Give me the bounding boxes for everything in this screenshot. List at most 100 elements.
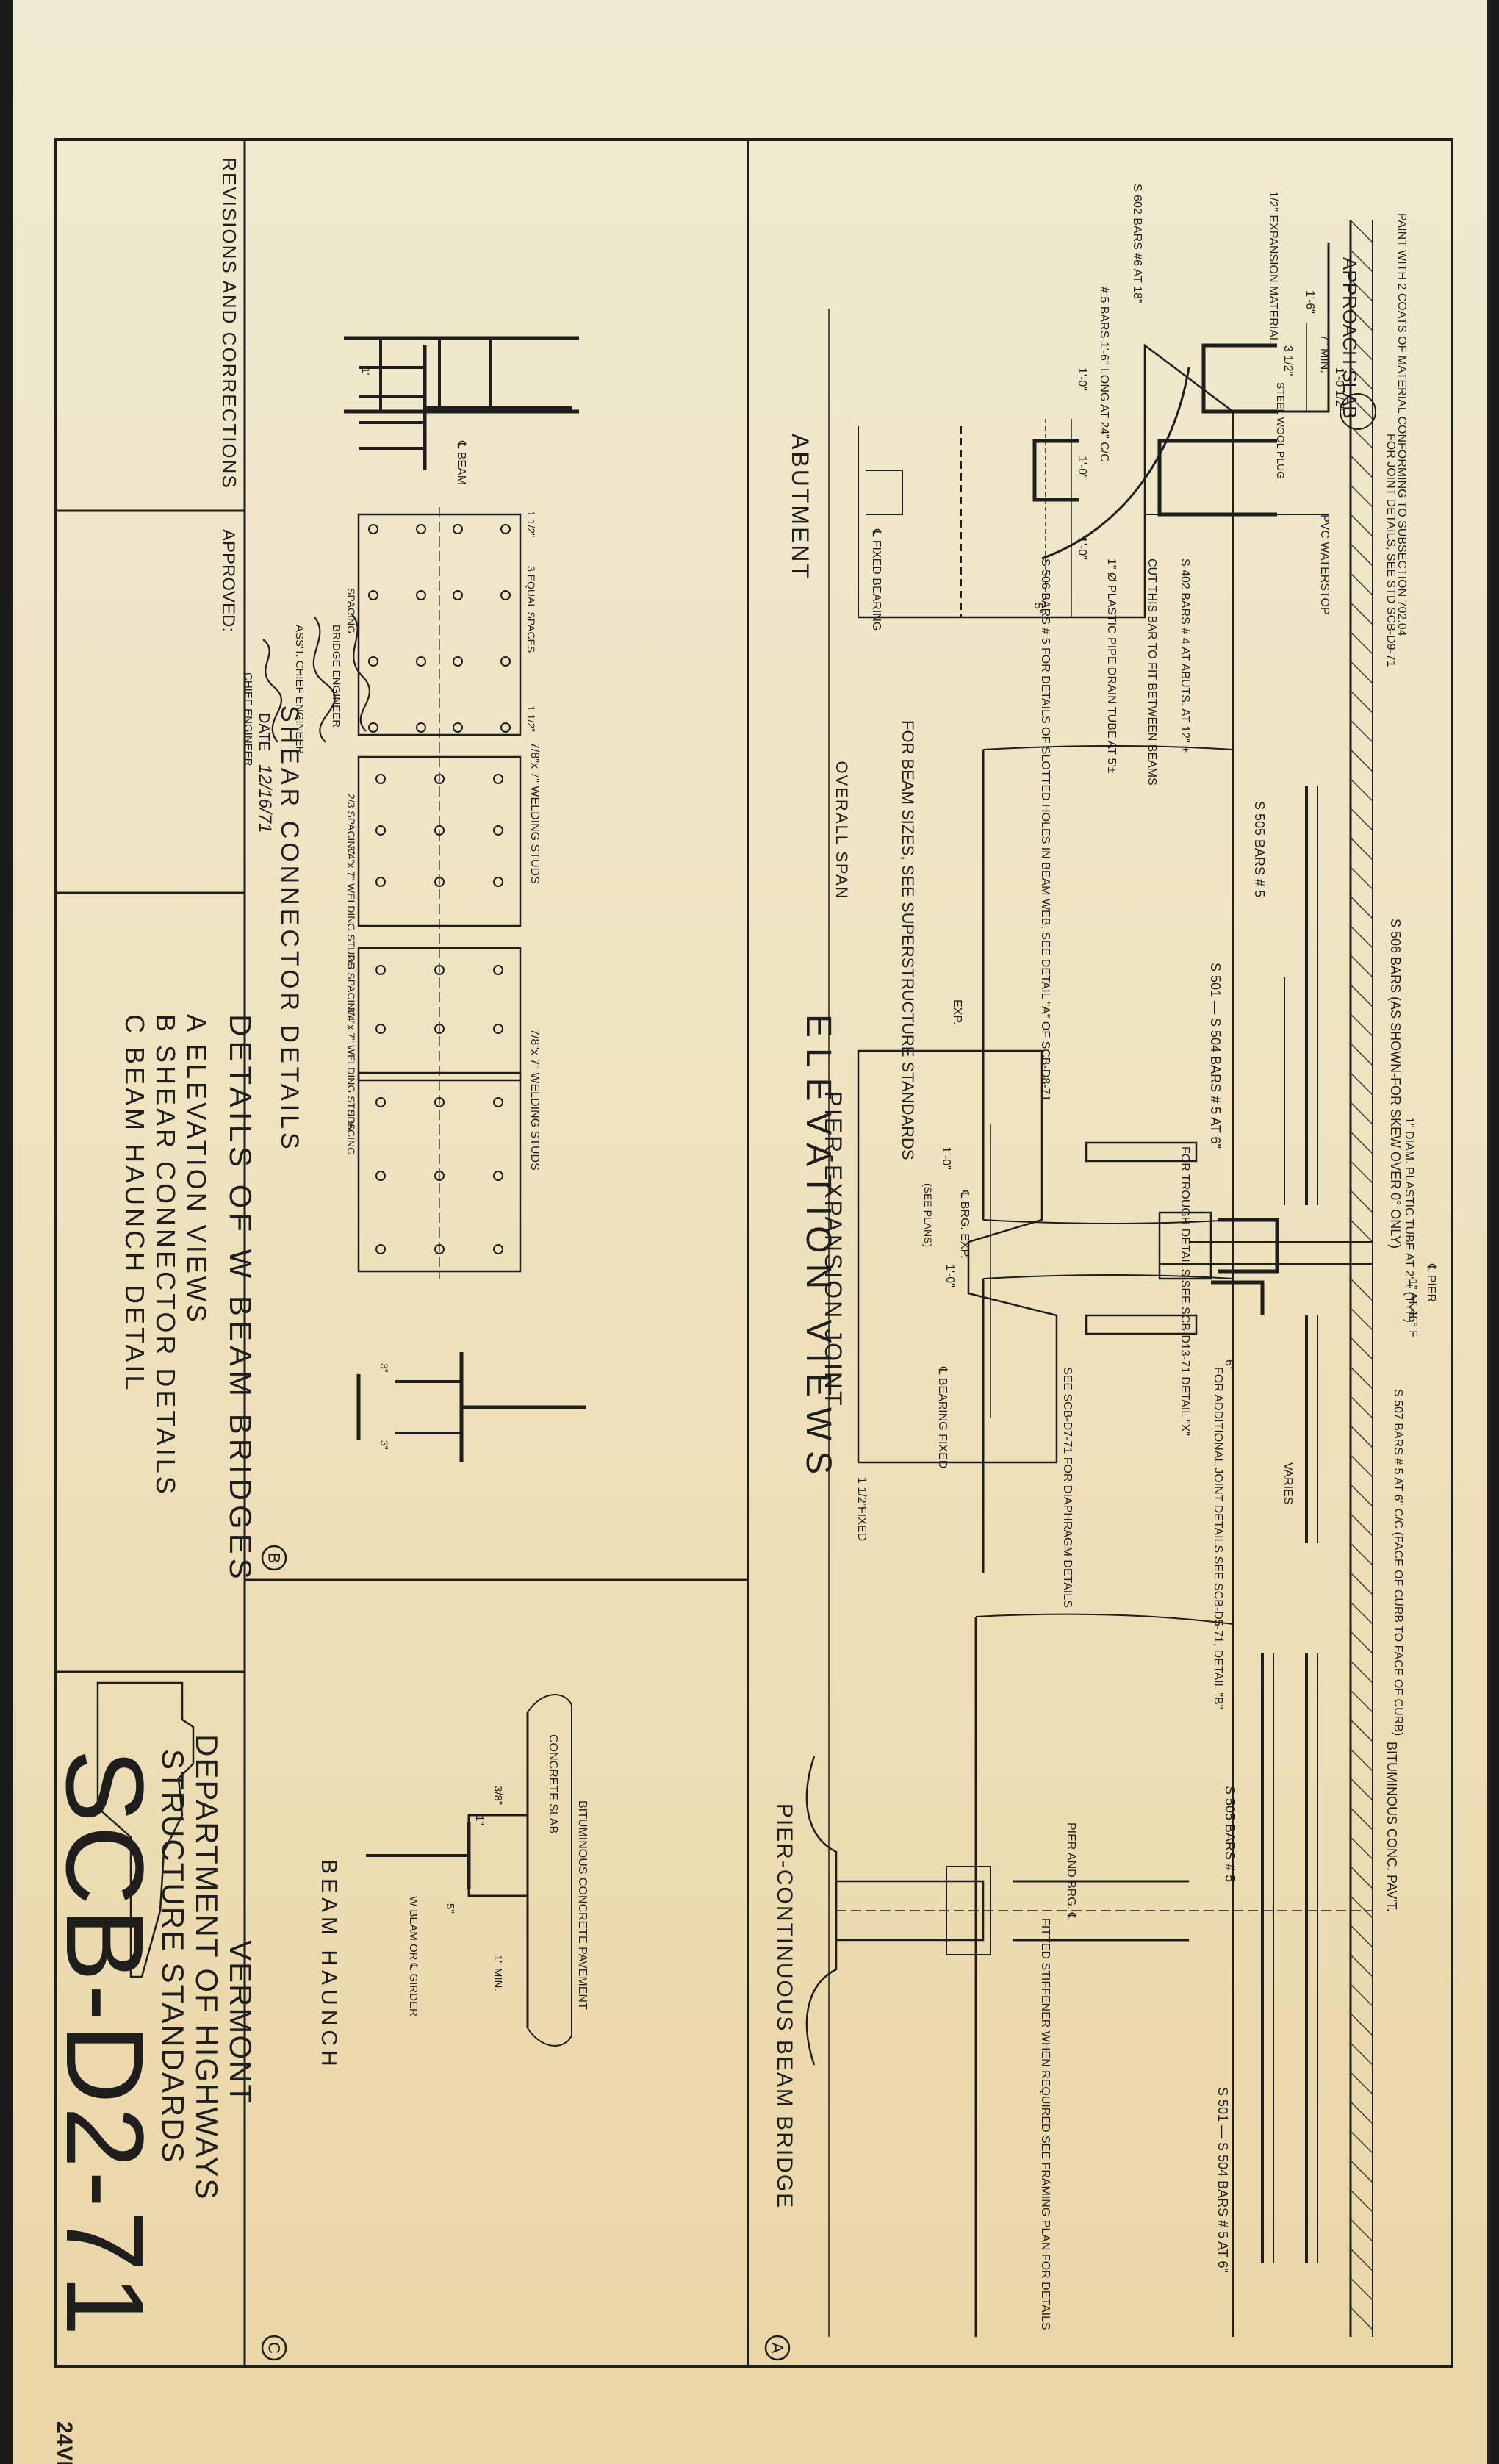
note-pvc-waterstop: PVC WATERSTOP — [1318, 514, 1331, 615]
chief-engineer-signature — [262, 639, 283, 743]
svg-text:CONCRETE SLAB: CONCRETE SLAB — [547, 1734, 559, 1833]
note-s402-bars: S 402 BARS # 4 AT ABUTS. AT 12" ± — [1179, 558, 1191, 753]
revisions-label: REVISIONS AND CORRECTIONS — [218, 157, 240, 489]
title-block: DETAILS OF W BEAM BRIDGES A ELEVATION VI… — [120, 1014, 258, 1584]
svg-text:APPROACH SLAB: APPROACH SLAB — [1339, 257, 1361, 419]
svg-text:SHEAR CONNECTOR DETAILS: SHEAR CONNECTOR DETAILS — [276, 705, 303, 1153]
svg-text:BEAM HAUNCH: BEAM HAUNCH — [317, 1859, 341, 2071]
panel-a-marker: A — [764, 2335, 791, 2361]
svg-text:SPACING: SPACING — [345, 1110, 357, 1155]
svg-text:1'-6": 1'-6" — [1304, 290, 1316, 314]
haunch-labels: CONCRETE SLAB BITUMINOUS CONCRETE PAVEME… — [407, 1734, 589, 2016]
bridge-engineer-signature — [351, 613, 371, 732]
svg-text:C: C — [265, 2342, 284, 2354]
note-joint-details: FOR JOINT DETAILS, SEE STD SCB-D9-71 — [1384, 434, 1397, 667]
note-s507-bars: S 507 BARS # 5 AT 6" C/C (FACE OF CURB T… — [1392, 1389, 1404, 1736]
note-diaphragm: SEE SCB-D7-71 FOR DIAPHRAGM DETAILS — [1061, 1367, 1074, 1608]
note-trough: FOR TROUGH DETAILS SEE SCB-D13-71 DETAIL… — [1179, 1146, 1191, 1436]
svg-text:BITUMINOUS CONCRETE PAVEMENT: BITUMINOUS CONCRETE PAVEMENT — [576, 1800, 589, 2010]
svg-text:7" MIN.: 7" MIN. — [1318, 334, 1331, 373]
approved-label: APPROVED: — [218, 529, 238, 632]
abutment-drawing — [858, 243, 1376, 632]
shear-stud-dots — [368, 524, 511, 1254]
approach-slab-label: APPROACH SLAB — [1339, 257, 1361, 419]
svg-text:2/3 SPACING: 2/3 SPACING — [345, 794, 357, 856]
vermont-outline-logo — [96, 1681, 195, 1978]
note-paint: PAINT WITH 2 COATS OF MATERIAL CONFORMIN… — [1395, 213, 1408, 636]
svg-text:1'-0": 1'-0" — [1076, 367, 1088, 391]
svg-text:1'-0 1/2": 1'-0 1/2" — [1333, 367, 1345, 411]
note-45-deg: 1" AT 45° F — [1406, 1279, 1419, 1337]
svg-text:1'-0": 1'-0" — [940, 1146, 952, 1170]
note-brg-exp: ℄ BRG. EXP. — [958, 1190, 971, 1259]
note-s602-bars: S 602 BARS #6 AT 18" — [1131, 184, 1143, 303]
beam-end-2 — [982, 1219, 1234, 1224]
note-steel-wool: STEEL WOOL PLUG — [1275, 382, 1287, 479]
beam-sizes-note: FOR BEAM SIZES, SEE SUPERSTRUCTURE STAND… — [899, 720, 917, 1160]
note-varies: VARIES — [1281, 1462, 1294, 1505]
title-item-a: A ELEVATION VIEWS — [181, 1014, 212, 1325]
note-pier-brg: PIER AND BRG. ℄ — [1065, 1822, 1077, 1921]
note-see-plans: (SEE PLANS) — [922, 1183, 934, 1247]
sheet-title: DETAILS OF W BEAM BRIDGES — [223, 1014, 258, 1584]
svg-text:FIXED: FIXED — [855, 1506, 868, 1541]
svg-text:1" MIN.: 1" MIN. — [492, 1955, 504, 1991]
title-item-b: B SHEAR CONNECTOR DETAILS — [151, 1014, 181, 1497]
asst-engineer-signature — [312, 617, 336, 743]
corner-mark: 24VB — [52, 2421, 76, 2464]
svg-text:2/3 SPACING: 2/3 SPACING — [345, 955, 357, 1018]
overall-span-label: OVERALL SPAN — [833, 761, 851, 899]
studs-label-1: 7/8"x 7" WELDING STUDS — [528, 742, 541, 884]
note-expansion-material: 1/2" EXPANSION MATERIAL — [1267, 191, 1279, 344]
pier-continuous-title: PIER-CONTINUOUS BEAM BRIDGE — [772, 1803, 797, 2209]
haunch-title: BEAM HAUNCH — [317, 1859, 341, 2071]
svg-text:1 1/2": 1 1/2" — [525, 511, 537, 537]
svg-text:B: B — [265, 1553, 284, 1564]
svg-text:PIER-CONTINUOUS BEAM BRIDGE: PIER-CONTINUOUS BEAM BRIDGE — [772, 1803, 797, 2209]
shear-labels: ℄ BEAM 1 1/2" 3 EQUAL SPACES 1 1/2" SPAC… — [345, 367, 541, 1450]
note-fixed-bearing: ℄ FIXED BEARING — [870, 528, 882, 631]
shear-connector-end-view-1 — [359, 345, 572, 470]
svg-text:5": 5" — [444, 1903, 456, 1914]
approval-block: APPROVED: DATE 12/16/71 CHIEF ENGINEER A… — [218, 529, 371, 833]
svg-text:1 1/2": 1 1/2" — [855, 1477, 868, 1507]
svg-text:3/8": 3/8" — [492, 1786, 504, 1805]
note-drain-tube: 1" Ø PLASTIC PIPE DRAIN TUBE AT 5'± — [1105, 558, 1118, 773]
panel-c-marker: C — [261, 2335, 287, 2361]
title-item-c: C BEAM HAUNCH DETAIL — [120, 1014, 150, 1393]
note-additional-joint: FOR ADDITIONAL JOINT DETAILS SEE SCB-D5-… — [1212, 1367, 1224, 1709]
note-fitted-stiffener: FITTED STIFFENER WHEN REQUIRED SEE FRAMI… — [1039, 1918, 1052, 2330]
shear-beam-cl: ℄ BEAM — [455, 440, 467, 485]
svg-text:3 1/2": 3 1/2" — [1281, 345, 1294, 376]
svg-text:PIER-EXPANSION JOINT: PIER-EXPANSION JOINT — [820, 1091, 846, 1407]
sheet-number: SCB-D2-71 — [43, 1749, 167, 2339]
note-s501-s504-2: S 501 — S 504 BARS # 5 AT 6" — [1215, 2087, 1230, 2273]
note-plastic-tube: 1" DIAM. PLASTIC TUBE AT 2' ± (TYP) — [1403, 1117, 1415, 1323]
shear-plan-view — [357, 507, 522, 1279]
svg-text:24VB: 24VB — [52, 2421, 76, 2464]
agency-line-1: VERMONT — [223, 1940, 258, 2105]
note-bituminous: BITUMINOUS CONC. PAV'T. — [1384, 1742, 1399, 1912]
svg-text:1'-0": 1'-0" — [943, 1264, 956, 1287]
agency-line-2: DEPARTMENT OF HIGHWAYS — [190, 1734, 224, 2200]
role-asst-engineer: ASS'T. CHIEF ENGINEER — [293, 625, 306, 754]
beam-end-3 — [982, 1274, 1234, 1279]
svg-text:5": 5" — [1032, 603, 1044, 614]
svg-text:ABUTMENT: ABUTMENT — [787, 434, 813, 581]
role-bridge-engineer: BRIDGE ENGINEER — [330, 625, 342, 728]
svg-text:1'-0": 1'-0" — [1076, 536, 1088, 560]
abutment-dimensions — [1045, 323, 1307, 617]
shear-beam-section-2 — [356, 1352, 586, 1462]
pier-continuous-drawing — [805, 1756, 1373, 2066]
svg-text:FOR BEAM SIZES, SEE SUPERSTRUC: FOR BEAM SIZES, SEE SUPERSTRUCTURE STAND… — [899, 720, 917, 1160]
svg-text:1'-0": 1'-0" — [1076, 456, 1088, 479]
date-value: 12/16/71 — [255, 764, 275, 833]
date-label: DATE — [256, 713, 272, 751]
svg-text:3": 3" — [378, 1440, 390, 1450]
svg-text:W BEAM OR ℄ GIRDER: W BEAM OR ℄ GIRDER — [407, 1896, 420, 2016]
elevation-notes: PAINT WITH 2 COATS OF MATERIAL CONFORMIN… — [870, 184, 1437, 2330]
svg-text:3 EQUAL SPACES: 3 EQUAL SPACES — [525, 566, 537, 653]
agency-line-3: STRUCTURE STANDARDS — [156, 1749, 190, 2164]
drawing-sheet: A B C REVISIONS AND CORRECTIONS APPROVED… — [13, 0, 1492, 2464]
svg-text:6": 6" — [1223, 1359, 1235, 1371]
